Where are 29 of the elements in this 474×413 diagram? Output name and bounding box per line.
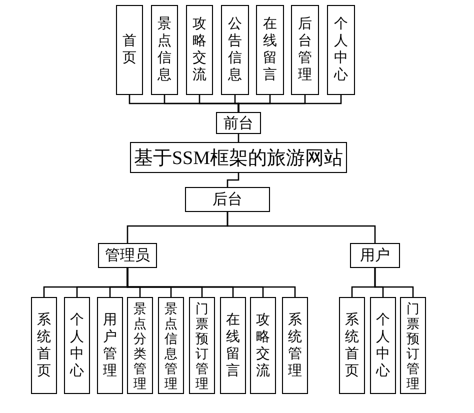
module-box: 管理员 [98, 243, 157, 268]
title-box: 基于SSM框架的旅游网站 [130, 142, 347, 173]
menu-box: 后台管理 [291, 5, 319, 95]
connector-line [126, 268, 296, 297]
module-box: 后台 [185, 187, 270, 212]
menu-box: 系统首页 [339, 297, 365, 394]
menu-box: 系统首页 [31, 297, 57, 394]
menu-box: 首页 [116, 5, 143, 95]
menu-box: 公告信息 [221, 5, 249, 95]
menu-box: 在线留言 [220, 297, 246, 394]
menu-box: 在线留言 [256, 5, 284, 95]
menu-box: 个人中心 [64, 297, 90, 394]
menu-box: 个人中心 [327, 5, 355, 95]
connector-line [226, 173, 240, 187]
connector-line [238, 95, 342, 112]
menu-box: 景点信息管理 [158, 297, 184, 394]
connector-line [374, 268, 414, 297]
menu-box: 攻略交流 [186, 5, 213, 95]
menu-box: 景点信息 [151, 5, 178, 95]
menu-box: 门票预订管理 [189, 297, 215, 394]
menu-box: 个人中心 [370, 297, 396, 394]
menu-box: 系统管理 [282, 297, 308, 394]
connector-line [226, 212, 376, 243]
menu-box: 景点分类管理 [127, 297, 153, 394]
menu-box: 用户管理 [97, 297, 123, 394]
module-box: 前台 [216, 112, 261, 134]
menu-box: 门票预订管理 [400, 297, 426, 394]
module-box: 用户 [350, 243, 400, 268]
menu-box: 攻略交流 [250, 297, 276, 394]
